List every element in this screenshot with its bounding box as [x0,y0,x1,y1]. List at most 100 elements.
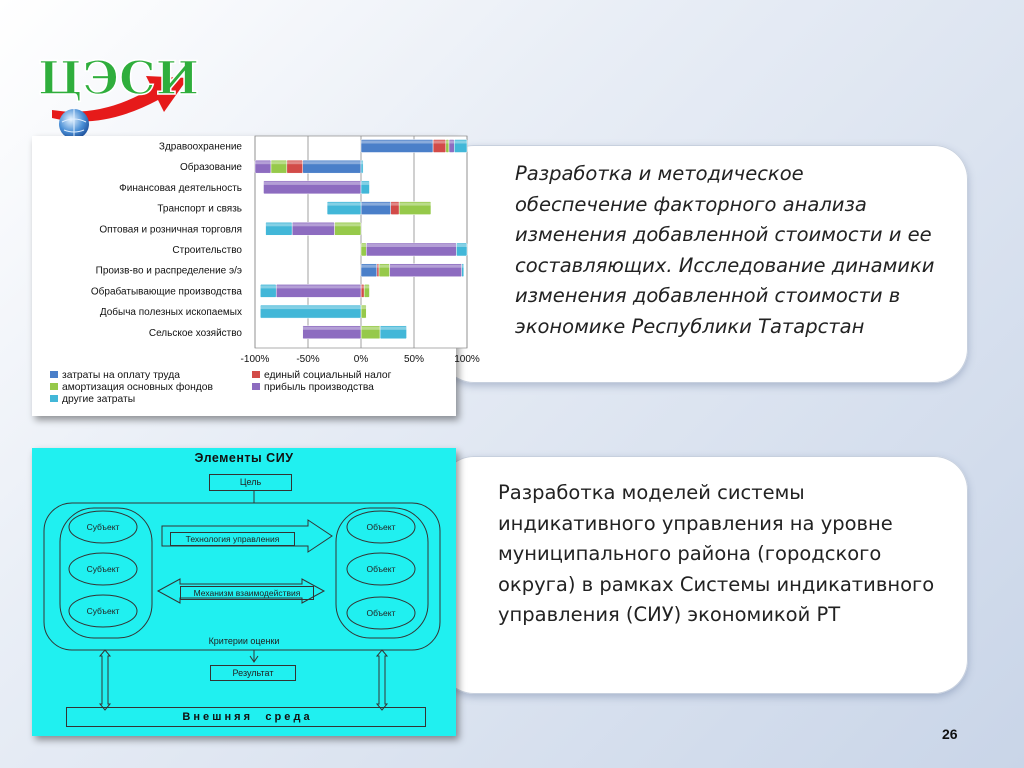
category-label: Оптовая и розничная торговля [99,224,242,235]
legend-item: затраты на оплату труда [50,370,180,382]
description-panel-2: Разработка моделей системы индикативного… [440,456,968,694]
category-label: Обрабатывающие производства [91,285,243,297]
category-label: Сельское хозяйство [149,328,243,339]
bar-highlight [361,202,391,206]
diagram-title: Элементы СИУ [194,451,294,465]
legend-label: единый социальный налог [264,370,392,381]
x-tick-label: 0% [354,354,369,365]
bar-highlight [302,326,361,330]
legend-item: единый социальный налог [252,370,391,382]
subject-node: Субъект [86,522,120,532]
category-label: Произв-во и распределение э/э [96,266,242,277]
legend-item: прибыль производства [252,382,374,394]
legend-label: другие затраты [62,394,136,405]
company-logo: ЦЭСИ [32,30,200,145]
category-label: Добыча полезных ископаемых [100,306,242,318]
bar-highlight [255,161,271,165]
legend-swatch [50,383,58,390]
bar-segment [398,201,432,215]
legend-label: затраты на оплату труда [62,370,180,381]
bar-highlight [361,306,367,310]
bar-highlight [276,285,361,289]
result-box: Результат [210,665,296,681]
category-label: Образование [180,161,242,173]
category-label: Транспорт и связь [157,204,242,215]
slide-number: 26 [942,726,958,742]
bar-highlight [379,264,390,268]
bar-highlight [302,161,361,165]
bar-segment [360,159,364,174]
goal-box: Цель [209,474,292,491]
legend-item: амортизация основных фондов [50,382,213,394]
legend-swatch [252,371,260,378]
x-tick-label: -50% [296,354,319,365]
subject-node: Субъект [86,564,120,574]
chart-plot: -100% -50% 0% 50% 100% ЗдравоохранениеОбразов… [91,135,480,365]
object-node: Объект [366,564,396,574]
bar-highlight [260,285,277,289]
bar-highlight [361,264,377,268]
logo-lettering: ЦЭСИ [38,51,199,105]
category-label: Финансовая деятельность [119,183,242,194]
bar-highlight [361,285,365,289]
bar-highlight [454,140,467,144]
bar-segment [260,304,362,319]
bar-highlight [286,161,303,165]
bar-highlight [292,223,335,227]
bar-highlight [265,223,293,227]
bar-segment [461,263,465,277]
criteria-label: Критерии оценки [208,636,280,646]
panel-2-text: Разработка моделей системы индикативного… [498,481,935,626]
bar-segment [265,222,293,236]
legend-label: амортизация основных фондов [62,382,213,393]
bar-segment [254,159,272,174]
bar-segment [260,284,277,298]
legend-swatch [50,395,58,402]
bar-highlight [380,326,407,330]
bar-highlight [376,264,380,268]
bar-segment [363,284,370,298]
bar-highlight [361,326,381,330]
bar-highlight [270,161,287,165]
subject-node: Субъект [86,606,120,616]
bar-highlight [364,285,370,289]
bar-segment [302,325,362,340]
bar-highlight [366,244,457,247]
bar-highlight [361,161,364,165]
bar-segment [456,242,468,257]
category-label: Здравоохранение [159,142,243,153]
x-tick-label: 100% [454,354,480,365]
legend-swatch [252,383,260,390]
bar-highlight [399,202,431,206]
bar-segment [379,325,407,340]
legend-swatch [50,371,58,378]
technology-label: Технология управления [170,532,295,546]
bar-highlight [461,264,464,268]
bar-segment [360,180,370,195]
bar-highlight [361,140,434,144]
environment-box: В н е ш н я я с р е д а [66,707,426,727]
bar-segment [454,139,468,153]
bar-highlight [433,140,446,144]
object-node: Объект [366,608,396,618]
object-node: Объект [366,522,396,532]
x-tick-label: -100% [241,354,270,365]
bar-highlight [263,181,361,185]
bar-highlight [260,306,361,310]
legend-label: прибыль производства [264,382,374,393]
x-tick-label: 50% [404,354,424,365]
bar-highlight [445,140,449,144]
category-label: Строительство [172,245,242,256]
bar-highlight [456,244,467,247]
panel-1-text: Разработка и методическое обеспечение фа… [515,162,935,338]
bar-highlight [448,140,455,144]
bar-highlight [327,202,361,206]
bar-highlight [361,181,370,185]
bar-highlight [334,223,361,227]
mechanism-label: Механизм взаимодействия [180,586,314,600]
bar-highlight [389,264,462,268]
bar-highlight [361,244,367,247]
legend-item: другие затраты [50,394,135,406]
siu-diagram: Элементы СИУ Цель Субъект Субъект Субъек… [32,448,456,736]
